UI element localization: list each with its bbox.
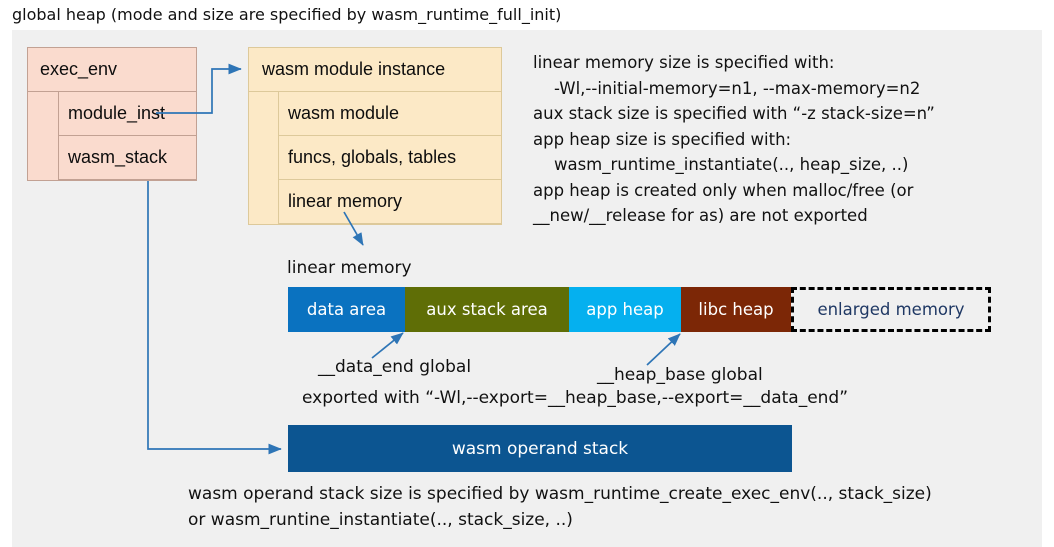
- wasm-stack-label: wasm_stack: [68, 147, 168, 167]
- funcs-globals-tables-label: funcs, globals, tables: [288, 147, 457, 167]
- exec-env-header: exec_env: [27, 47, 197, 92]
- page-title: global heap (mode and size are specified…: [12, 5, 562, 24]
- memory-segment-label: enlarged memory: [817, 300, 965, 319]
- memory-segment-data-area: data area: [288, 287, 405, 332]
- memory-segment-aux-stack-area: aux stack area: [405, 287, 569, 332]
- exec-env-field-wasm-stack: wasm_stack: [58, 135, 197, 180]
- memory-segment-label: aux stack area: [426, 300, 548, 319]
- wasm-operand-stack-bar: wasm operand stack: [288, 425, 792, 472]
- memory-segment-app-heap: app heap: [569, 287, 681, 332]
- memory-segment-enlarged-memory: enlarged memory: [791, 287, 991, 332]
- memory-segment-label: app heap: [586, 300, 664, 319]
- module-instance-field-funcs-globals-tables: funcs, globals, tables: [278, 135, 502, 180]
- linear-memory-bar-label: linear memory: [287, 258, 412, 278]
- memory-segment-libc-heap: libc heap: [681, 287, 791, 332]
- module-inst-label: module_inst: [68, 103, 166, 123]
- memory-segment-label: data area: [306, 300, 387, 319]
- annotation-heap-base: __heap_base global: [597, 365, 763, 385]
- operand-stack-notes: wasm operand stack size is specified by …: [188, 484, 932, 530]
- module-instance-header: wasm module instance: [248, 47, 502, 92]
- memory-segment-label: libc heap: [698, 300, 774, 319]
- linear-memory-notes: linear memory size is specified with: -W…: [533, 53, 935, 225]
- annotation-exported-with: exported with “-Wl,--export=__heap_base,…: [302, 388, 849, 408]
- module-instance-label: wasm module instance: [262, 59, 446, 79]
- linear-memory-field-label: linear memory: [288, 191, 403, 211]
- annotation-data-end: __data_end global: [318, 357, 472, 377]
- exec-env-label: exec_env: [40, 59, 118, 79]
- wasm-operand-stack-label: wasm operand stack: [451, 438, 629, 459]
- exec-env-field-module-inst: module_inst: [58, 91, 197, 136]
- linear-memory-bar: data area aux stack area app heap libc heap…: [288, 287, 991, 332]
- module-instance-field-linear-memory: linear memory: [278, 179, 502, 224]
- module-instance-field-wasm-module: wasm module: [278, 91, 502, 136]
- wasm-module-label: wasm module: [288, 103, 400, 123]
